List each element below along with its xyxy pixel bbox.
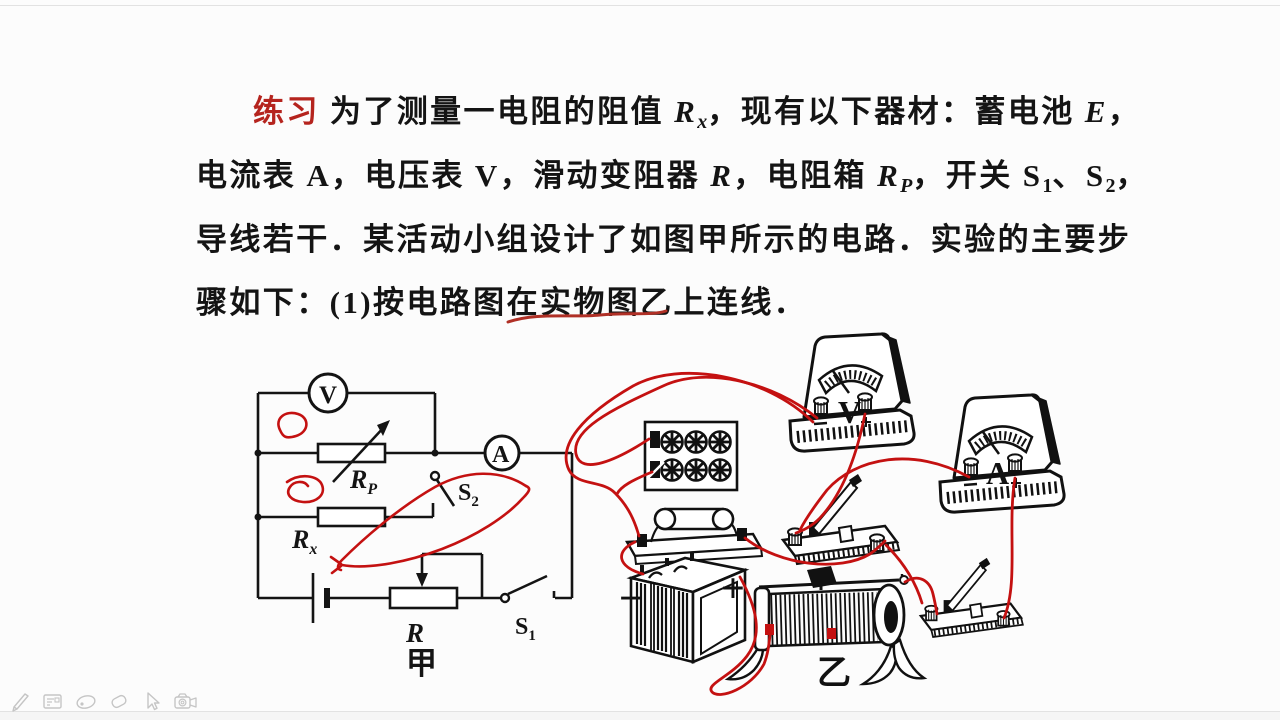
problem-line-4: 骤如下：(1)按电路图在实物图乙上连线． <box>196 285 808 320</box>
battery-drawing: − + <box>619 553 750 664</box>
eraser-icon <box>111 694 127 709</box>
svg-text:V: V <box>319 382 337 409</box>
r-label: R <box>405 618 424 648</box>
tool-palette <box>8 691 197 713</box>
svg-text:A: A <box>492 442 510 468</box>
rp-label: RP <box>349 465 377 498</box>
rheostat-drawing <box>724 566 928 686</box>
wire-terminal-mark <box>765 624 774 635</box>
red-pen-scribbles <box>277 411 531 575</box>
caption-yi: 乙 <box>817 655 851 692</box>
top-divider <box>0 5 1280 6</box>
problem-line-2: 电流表 A，电压表 V，滑动变阻器 R，电阻箱 RP，开关 S1、S2， <box>196 158 1149 197</box>
rx-resistor <box>316 506 387 528</box>
exercise-tag: 练习 <box>253 94 320 129</box>
battery-minus-label: − <box>619 576 643 622</box>
footer-band <box>0 712 1280 720</box>
switch-right-drawing <box>921 558 1023 637</box>
hand-drawn-wires <box>564 371 1017 696</box>
junction-dot <box>254 513 262 521</box>
whiteboard-icon <box>43 694 62 709</box>
hand-underline <box>506 309 668 324</box>
problem-line-3: 导线若干．某活动小组设计了如图甲所示的电路．实验的主要步 <box>196 222 1132 257</box>
battery-symbol <box>311 573 330 623</box>
voltmeter-drawing: V <box>790 334 914 451</box>
circuit-wires <box>256 391 574 600</box>
rx-resistor-drawing <box>625 507 764 566</box>
s1-label: S1 <box>515 614 536 644</box>
rp-resistor <box>316 420 390 483</box>
cursor-tool-button[interactable] <box>140 691 164 713</box>
laser-pointer-icon <box>76 695 96 709</box>
problem-line-1: 练习 为了测量一电阻的阻值 Rx，现有以下器材：蓄电池 E， <box>253 94 1142 133</box>
ammeter-symbol: A <box>483 434 521 472</box>
switch-s2 <box>429 470 456 507</box>
rx-label: Rx <box>291 525 317 558</box>
ammeter-letter: A <box>986 455 1009 491</box>
resistance-box-drawing <box>643 420 739 492</box>
s2-label: S2 <box>458 480 479 510</box>
eraser-tool-button[interactable] <box>107 691 131 713</box>
wire-terminal-mark <box>827 628 836 639</box>
apparatus-diagram-yi: − + <box>564 330 1280 696</box>
cursor-icon <box>147 692 160 711</box>
camera-icon <box>174 693 197 709</box>
voltmeter-letter: V <box>838 394 861 430</box>
battery-plus-label: + <box>721 566 745 612</box>
voltmeter-symbol: V <box>307 372 349 414</box>
laser-pointer-tool-button[interactable] <box>74 691 98 713</box>
pen-icon <box>12 693 29 712</box>
pen-tool-button[interactable] <box>8 691 32 713</box>
junction-dot <box>254 449 262 457</box>
junction-dot <box>431 449 439 457</box>
switch-s1 <box>499 574 548 604</box>
caption-jia: 甲 <box>406 646 437 681</box>
circuit-diagram-jia: V A RP Rx R S1 S2 甲 <box>254 372 574 681</box>
camera-tool-button[interactable] <box>173 691 197 713</box>
bottom-divider <box>0 711 1280 712</box>
r-rheostat <box>388 573 459 610</box>
schematic-labels: RP Rx R S1 S2 甲 <box>291 465 536 681</box>
ammeter-drawing: A <box>940 395 1064 512</box>
whiteboard-tool-button[interactable] <box>41 691 65 713</box>
